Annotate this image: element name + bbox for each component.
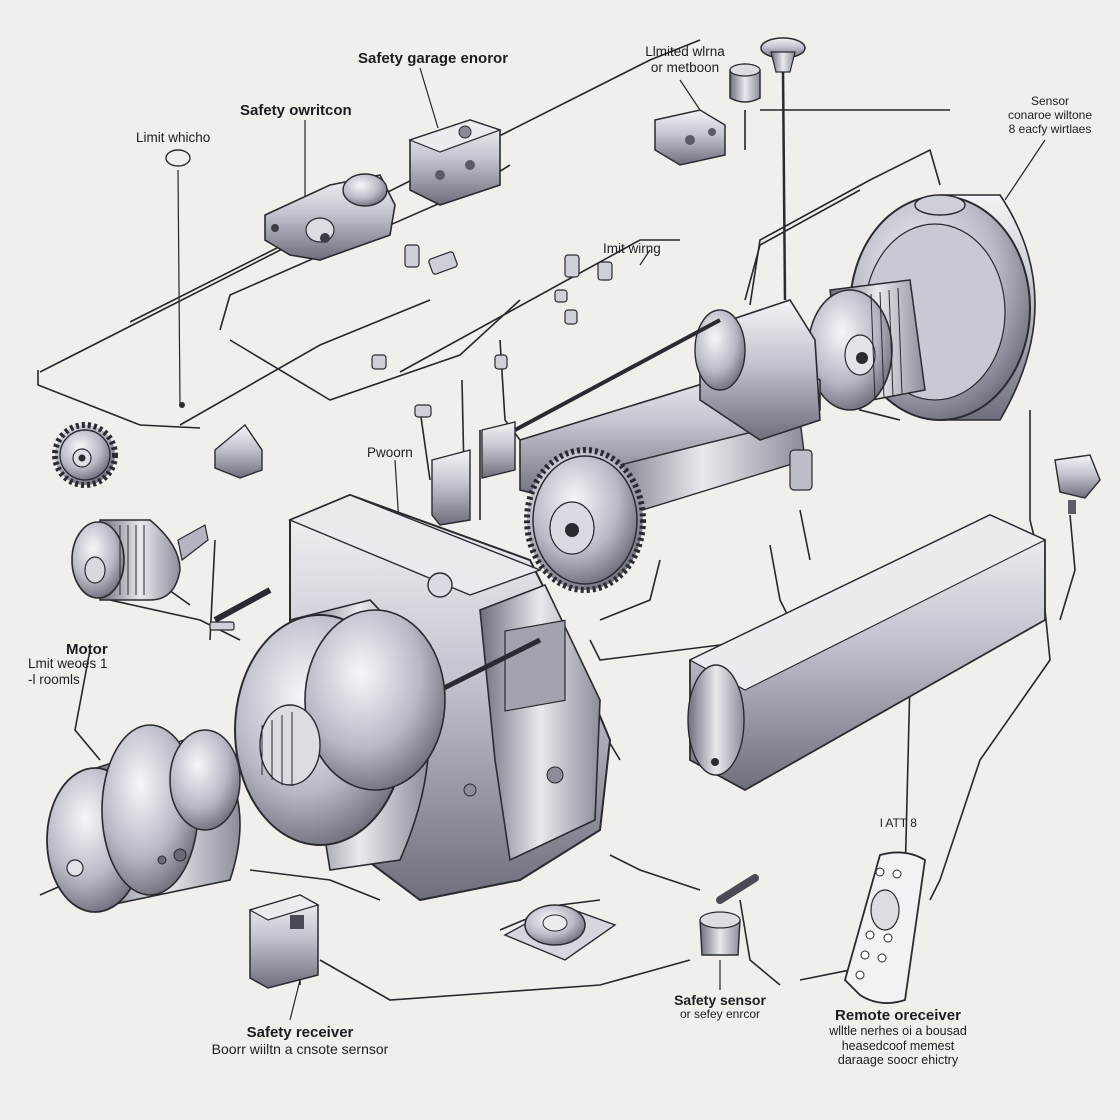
small-motor-icon (71, 519, 209, 601)
label-pivot: Pwoorn (367, 445, 413, 460)
label-limited-wiring-line2: or metboon (650, 59, 720, 75)
label-limit-rooms: Lmit weoes 1 -l roomls (28, 656, 108, 687)
label-remote-receiver-line2: wlltle nerhes oi a bousad (829, 1024, 967, 1039)
limit-wiring-bracket-icon (654, 109, 726, 166)
label-motor: Motor (66, 641, 108, 658)
mount-bracket-icon (214, 423, 263, 479)
armature-icon (807, 279, 926, 411)
remote-icon (843, 851, 926, 1004)
floor-sensor-icon (503, 904, 617, 961)
label-limit-switch: Limit whicho (136, 130, 211, 145)
label-safety-sensor-line2: or sefey enrcor (679, 1007, 761, 1022)
label-safety-receiver-line2: Boorr wiiltn a cnsote sernsor (211, 1041, 389, 1058)
label-safety-receiver-line1: Safety receiver (246, 1024, 354, 1041)
label-sensor-line1: Sensor (1030, 94, 1070, 108)
label-limit-rooms-line1: Lmit weoes 1 (28, 656, 108, 671)
rail-housing-icon (687, 514, 1047, 792)
wire-connectors (209, 244, 645, 631)
label-safety-receiver: Safety receiver Boorr wiiltn a cnsote se… (180, 1024, 420, 1057)
label-sensor: Sensor conaroe wiltone 8 eacfy wirtlaes (990, 94, 1110, 136)
main-drum-icon (234, 599, 446, 871)
label-safety-sensor: Safety sensor or sefey enrcor (660, 992, 780, 1022)
ring-gear-icon (524, 447, 646, 593)
safety-receiver-icon (248, 894, 320, 989)
label-sensor-line3: 8 eacfy wirtlaes (1008, 121, 1092, 136)
label-remote-receiver: Remote oreceiver wlltle nerhes oi a bous… (808, 1007, 988, 1067)
label-remote-receiver-line4: daraage soocr ehictry (837, 1053, 959, 1067)
antenna-sensor-icon (760, 37, 806, 301)
label-safety-switch: Safety owritcon (240, 102, 352, 119)
label-remote-receiver-line1: Remote oreceiver (835, 1007, 961, 1024)
wiring-cap-icon (729, 63, 761, 103)
label-sensor-line2: conaroe wiltone (1007, 107, 1093, 122)
sensor-icon (699, 874, 759, 956)
label-limit-wiring: Imit wirng (603, 241, 661, 256)
label-limited-wiring-line1: Llmited wlrna (645, 44, 725, 59)
gear-icon (52, 422, 118, 488)
edge-sensor-icon (1054, 454, 1101, 514)
label-limit-rooms-line2: -l roomls (28, 671, 80, 687)
safety-switch-icon (264, 173, 396, 261)
limit-switch-marker-icon (165, 149, 191, 408)
label-safety-sensor-line1: Safety sensor (674, 992, 766, 1008)
label-limited-wiring: Llmited wlrna or metboon (630, 44, 740, 75)
motor-icon (46, 724, 241, 913)
pivot-bracket-icon (431, 421, 516, 526)
label-remote-receiver-line3: heasedcoof memest (841, 1038, 955, 1053)
label-safety-garage-sensor: Safety garage enoror (358, 50, 509, 67)
label-part-tag: l ATT 8 (880, 816, 917, 830)
safety-garage-sensor-icon (408, 119, 502, 206)
